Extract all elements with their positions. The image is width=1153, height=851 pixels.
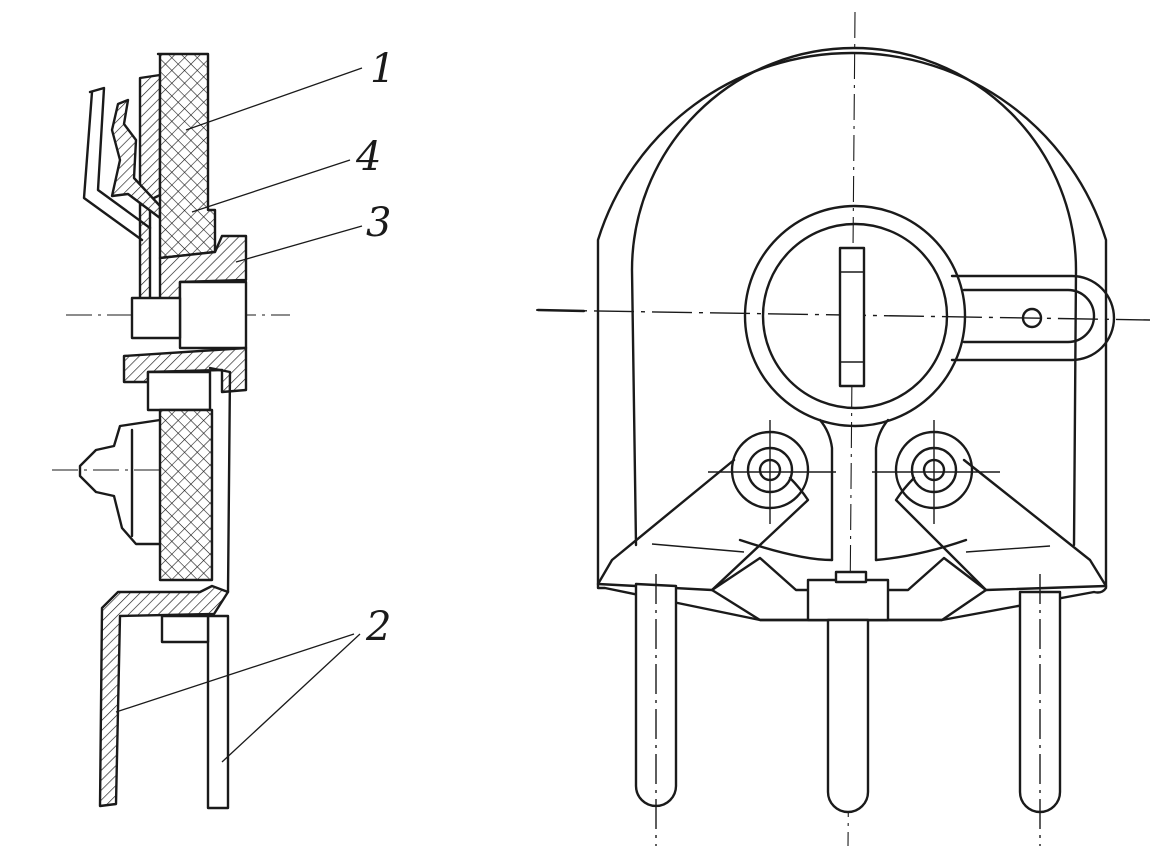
center-lug-nub — [834, 570, 868, 584]
upper-terminal-outer — [88, 86, 152, 230]
spacer-block — [146, 370, 212, 412]
callout-label-3: 3 — [366, 200, 391, 246]
bushing-bore — [178, 280, 248, 350]
right-lug — [894, 458, 1108, 592]
rotor-hub-inner — [761, 222, 949, 410]
pin-left — [634, 582, 678, 808]
section-view: 1 4 3 2 — [52, 46, 395, 810]
center-lug-block — [806, 578, 890, 622]
pin-center — [826, 618, 870, 814]
outer-housing — [596, 51, 1108, 622]
lower-terminal — [98, 584, 230, 808]
callout-label-1: 1 — [370, 46, 395, 92]
wiper-tab-hole — [1021, 307, 1043, 329]
rotor-hub-outer — [743, 204, 967, 428]
wiper-tab-outer — [950, 274, 1116, 362]
leader-1 — [185, 67, 363, 131]
leader-2a — [115, 633, 355, 713]
left-lug-edge — [651, 543, 745, 553]
inner-track-arc — [738, 538, 968, 562]
resistive-element-lower — [158, 408, 214, 582]
leader-2b — [221, 633, 361, 763]
inner-ring — [630, 46, 1078, 547]
shaft-end — [130, 296, 182, 340]
leader-4 — [191, 159, 351, 213]
straight-lead — [206, 614, 230, 810]
front-vertical-axis — [847, 11, 856, 847]
callout-label-2: 2 — [365, 604, 391, 650]
wiper-tab-inner — [962, 288, 1096, 344]
lead-collar — [160, 614, 210, 644]
callout-label-4: 4 — [355, 134, 381, 180]
front-view — [535, 11, 1151, 847]
upper-terminal-inner — [82, 90, 144, 242]
right-lug-edge — [965, 545, 1051, 553]
axis-arrow-stub — [536, 308, 586, 313]
center-stem — [818, 418, 890, 562]
leader-3 — [235, 225, 363, 263]
resistive-element-upper — [156, 52, 217, 260]
rivet-head — [78, 418, 162, 546]
adjustment-slot — [838, 246, 866, 388]
